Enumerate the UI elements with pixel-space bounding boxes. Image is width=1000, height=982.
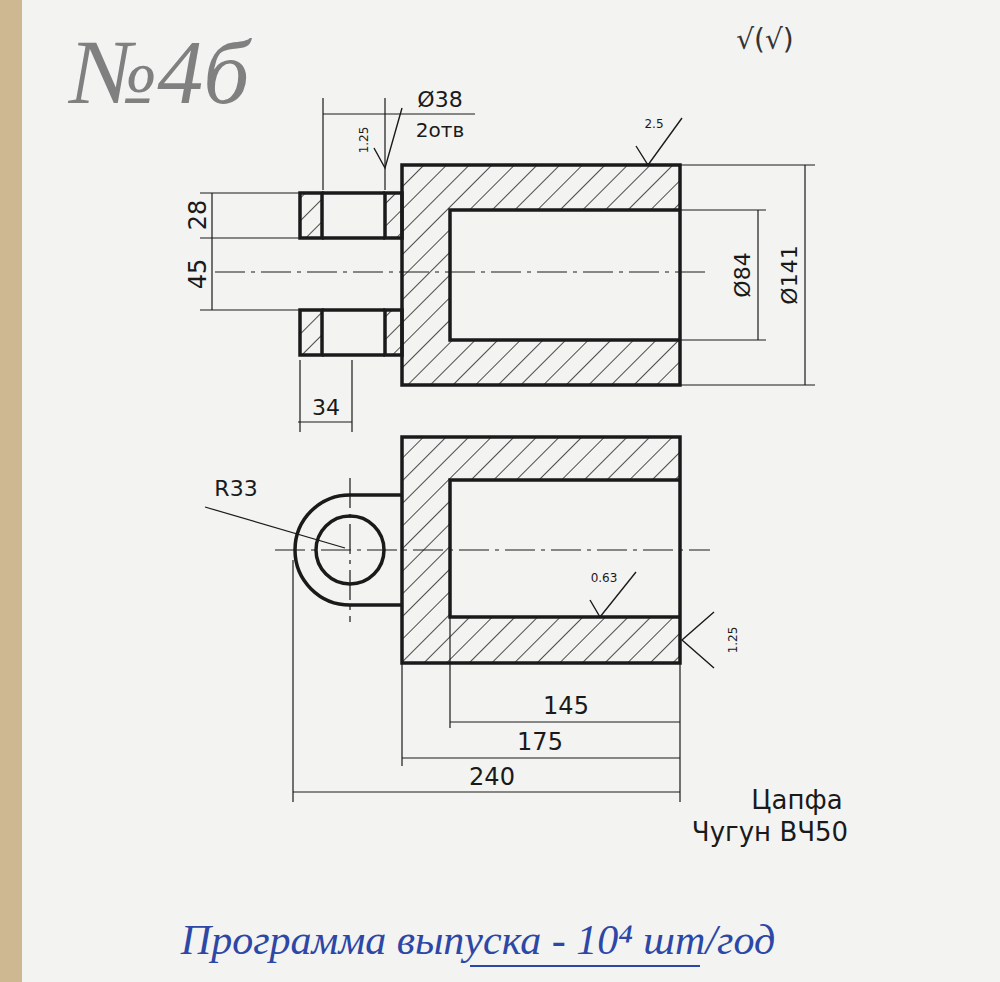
roughness-value: 1.25	[727, 627, 739, 654]
dimension-text: Ø38	[417, 89, 462, 111]
roughness-value: 2.5	[644, 118, 663, 130]
dimension-text: 45	[186, 259, 210, 290]
material-name: Чугун ВЧ50	[692, 819, 848, 845]
dimension-text: 240	[469, 765, 515, 789]
dimension-note: 2отв	[416, 120, 464, 140]
roughness-value: 1.25	[358, 127, 370, 154]
dimension-text: 34	[312, 397, 340, 419]
production-note: Программа выпуска - 10⁴ шт/год	[181, 919, 775, 961]
roughness-value: 0.63	[591, 572, 618, 584]
dimension-text: 145	[543, 694, 589, 718]
radius-text: R33	[214, 478, 257, 500]
dimension-text: 28	[186, 200, 210, 231]
part-name: Цапфа	[751, 787, 842, 813]
roughness-note: √(√)	[736, 26, 794, 54]
dimension-text: Ø141	[779, 245, 801, 304]
sheet-number: №4б	[70, 26, 249, 118]
dimension-text: Ø84	[732, 252, 754, 297]
dimension-text: 175	[517, 730, 563, 754]
paper-sheet	[22, 0, 1000, 982]
